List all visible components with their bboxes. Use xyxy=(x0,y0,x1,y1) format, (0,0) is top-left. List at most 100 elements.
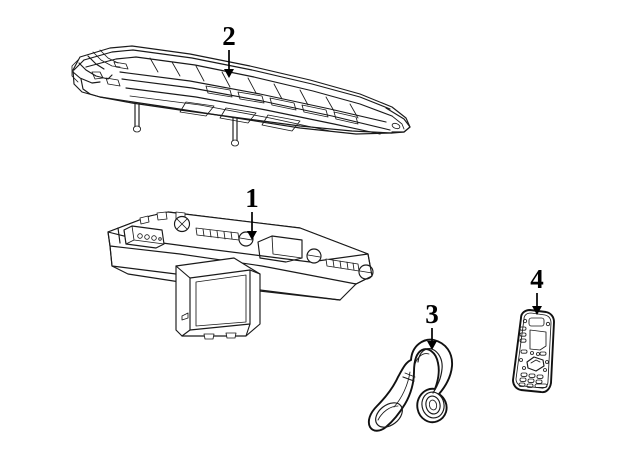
remote-key-3 xyxy=(536,374,544,379)
trim-panel-bottom-edge xyxy=(99,96,393,135)
trim-panel-rail-5 xyxy=(125,87,381,135)
headband-inner-line-2 xyxy=(413,353,430,369)
trim-rib-6 xyxy=(273,83,283,100)
callout-4: 4 xyxy=(530,264,544,315)
callout-1-number: 1 xyxy=(245,183,259,213)
dvd-flip-down-screen[interactable] xyxy=(175,257,261,340)
trim-panel-left-notch-2 xyxy=(105,77,121,87)
remote-side-button-5 xyxy=(539,351,547,356)
trim-slot-4 xyxy=(301,104,329,118)
screen-left-fold xyxy=(175,265,191,337)
callout-4-arrowhead xyxy=(532,306,542,315)
trim-rib-3 xyxy=(195,65,205,82)
remote-side-button-2 xyxy=(519,332,527,337)
trim-panel-left-edge-curl xyxy=(71,59,79,83)
screen-display-area xyxy=(195,274,247,327)
trim-panel-right-tip-inner xyxy=(391,115,405,130)
dvd-latch-recess-inner xyxy=(271,235,303,259)
trim-panel-left-notch-3 xyxy=(113,61,129,70)
trim-slot-3 xyxy=(269,97,297,111)
callout-markers: 1 2 3 4 xyxy=(222,21,544,350)
dvd-mount-tab-2 xyxy=(156,211,168,221)
trim-rib-4 xyxy=(221,71,231,88)
screen-hinge-nub xyxy=(181,312,189,321)
right-earcup-outer xyxy=(421,391,445,419)
remote-key-2 xyxy=(528,373,536,378)
trim-panel-rail-6 xyxy=(129,95,331,132)
trim-panel-left-step-d xyxy=(87,55,105,70)
screen-bottom-tab-2 xyxy=(225,332,237,339)
part-1-overhead-dvd-player[interactable] xyxy=(107,211,374,340)
remote-round-button-4 xyxy=(545,360,549,364)
remote-key-8 xyxy=(526,383,534,388)
trim-rib-9 xyxy=(349,103,359,119)
callout-2-number: 2 xyxy=(222,21,236,51)
dvd-player-left-end xyxy=(107,231,113,267)
callout-4-number: 4 xyxy=(530,264,544,294)
dvd-deck-bottom-right xyxy=(259,289,341,301)
trim-rib-5 xyxy=(247,77,257,94)
part-3-wireless-headphones[interactable] xyxy=(367,338,453,432)
trim-panel-left-lower xyxy=(80,78,101,98)
headphones-outline xyxy=(367,338,453,432)
trim-panel-left-notch xyxy=(91,71,104,80)
trim-panel-left-step-a xyxy=(73,59,85,71)
left-earcup-outer xyxy=(375,402,403,428)
trim-rib-2 xyxy=(171,61,181,77)
callout-1: 1 xyxy=(245,183,259,240)
remote-side-button-1 xyxy=(519,326,527,331)
headphone-arm-inner xyxy=(393,371,411,408)
trim-rib-8 xyxy=(325,96,335,112)
remote-key-4 xyxy=(519,377,527,382)
part-2-headliner-trim-bezel-panel[interactable] xyxy=(71,45,411,147)
dvd-jack-1 xyxy=(137,233,143,239)
headband-slider-joint-2 xyxy=(404,372,416,378)
trim-panel-tip-hole xyxy=(391,122,401,130)
trim-panel-rail-4 xyxy=(121,78,391,131)
callout-3-number: 3 xyxy=(425,299,439,329)
part-4-remote-control[interactable] xyxy=(512,309,555,394)
remote-side-button-3 xyxy=(519,338,527,343)
remote-round-button-3 xyxy=(519,358,523,362)
remote-dpad-inner xyxy=(530,359,541,364)
dvd-connector-jack-block xyxy=(123,225,165,249)
trim-panel-left-step-c xyxy=(78,62,113,80)
remote-wide-bar-button xyxy=(534,383,548,388)
dvd-knob-right xyxy=(306,248,322,264)
trim-rib-1 xyxy=(149,57,159,73)
dvd-deck-bottom-left xyxy=(111,265,177,275)
trim-panel-right-tip xyxy=(385,107,411,133)
callout-2-arrowhead xyxy=(224,69,234,78)
callout-3: 3 xyxy=(425,299,439,350)
remote-round-button-5 xyxy=(522,366,526,370)
dvd-mount-tab-1 xyxy=(139,215,150,225)
trim-slot-5 xyxy=(333,111,359,125)
trim-mounting-pin-front xyxy=(132,102,142,133)
trim-slot-2 xyxy=(237,91,265,104)
screen-bottom-bezel xyxy=(189,323,251,331)
right-earcup-mid xyxy=(425,395,441,415)
trim-panel-rail-2 xyxy=(85,56,393,117)
screen-bottom-tab-1 xyxy=(203,333,215,340)
remote-round-button-2 xyxy=(536,352,540,356)
trim-rib-7 xyxy=(299,89,309,106)
trim-lower-slot-1 xyxy=(179,101,215,117)
headband-inner-line xyxy=(417,348,443,394)
trim-lower-slot-2 xyxy=(219,107,257,124)
remote-key-6 xyxy=(535,379,543,384)
dvd-player-left-edge-inner xyxy=(117,227,121,244)
callout-2: 2 xyxy=(222,21,236,78)
remote-display-window xyxy=(528,317,545,327)
trim-slot-1 xyxy=(205,85,233,98)
remote-side-button-4 xyxy=(520,349,528,354)
dvd-speaker-grille-left xyxy=(173,215,191,233)
trim-mounting-pin-rear xyxy=(230,117,240,147)
trim-panel-top-rail xyxy=(83,49,391,110)
remote-menu-button xyxy=(529,329,547,351)
remote-round-button-1 xyxy=(530,351,534,355)
remote-round-button-6 xyxy=(543,368,547,372)
dvd-jack-2 xyxy=(144,234,150,240)
callout-1-arrowhead xyxy=(247,231,257,240)
